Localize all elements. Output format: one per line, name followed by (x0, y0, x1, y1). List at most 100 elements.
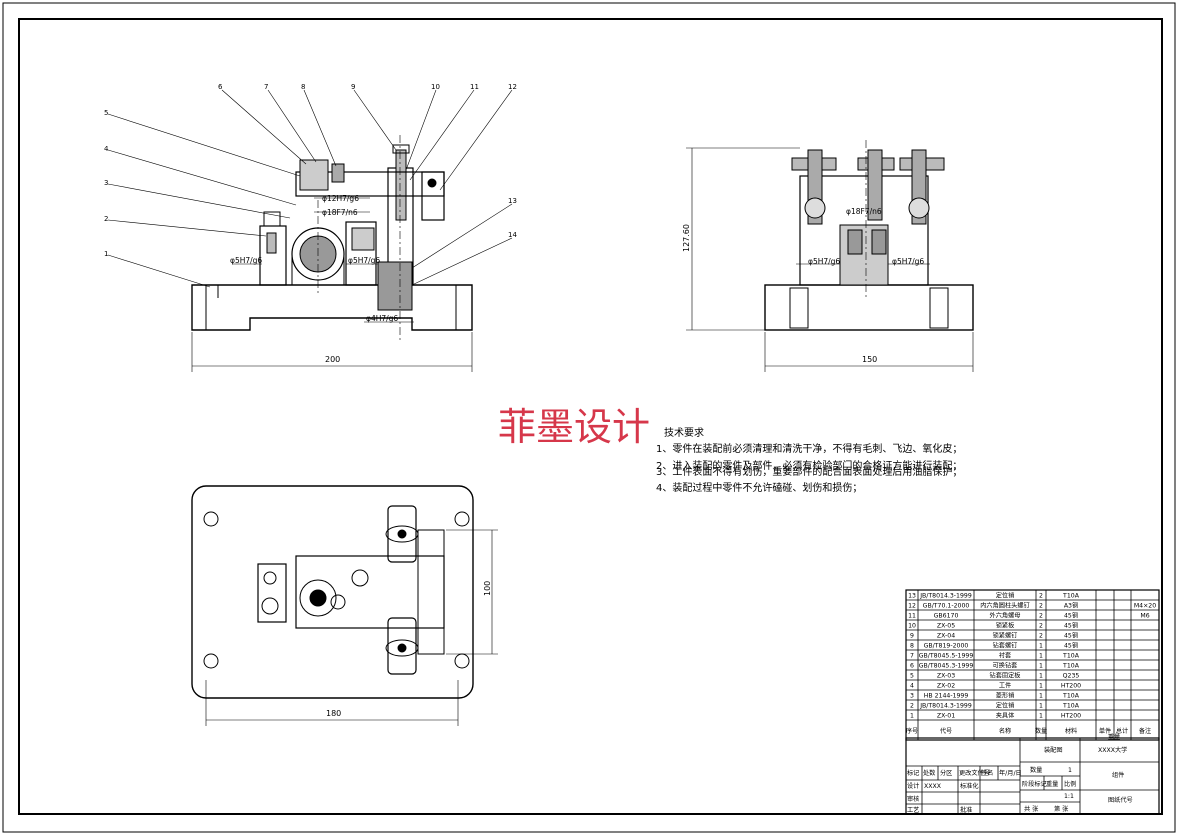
change-doc-label: 更改文件号 (959, 769, 990, 777)
bom-cell: GB/T819-2000 (924, 643, 969, 650)
bom-cell: 2 (1039, 623, 1043, 630)
bom-cell: Q235 (1063, 673, 1080, 680)
top-view (191, 485, 498, 726)
balloon-label: 4 (104, 145, 109, 153)
weight-label: 重量 (1046, 780, 1058, 788)
bom-header-cell: 备注 (1139, 727, 1151, 735)
top-height-dim: 100 (483, 581, 492, 596)
bom-cell: 2 (1039, 603, 1043, 610)
scale-label: 比例 (1064, 780, 1076, 788)
bom-cell: ZX-03 (937, 673, 955, 680)
sheet-number: 第 张 (1054, 805, 1069, 813)
balloon-label: 2 (104, 215, 108, 223)
bom-cell: 45钢 (1064, 632, 1078, 640)
balloon-label: 14 (508, 231, 517, 239)
scale-value: 1:1 (1064, 793, 1074, 800)
bom-header-cell: 数量 (1035, 727, 1047, 735)
qty-label: 数量 (1030, 766, 1042, 774)
balloon-label: 9 (351, 83, 355, 91)
bom-cell: T10A (1062, 653, 1080, 660)
bom-header-cell: 材料 (1065, 727, 1077, 735)
bom-cell: HT200 (1061, 683, 1081, 690)
standard-label: 标准化 (960, 782, 979, 790)
requirement-item: 1、零件在装配前必须清理和清洗干净，不得有毛刺、飞边、氧化皮； (656, 442, 962, 455)
requirement-item: 2、进入装配的零件及部件，必须有检验部门的合格证方能进行装配； (656, 459, 962, 472)
bom-cell: 11 (908, 613, 916, 620)
side-width-dim: 150 (862, 355, 877, 364)
fit-label: φ12H7/g6 (322, 194, 359, 203)
bom-cell: T10A (1062, 693, 1080, 700)
fit-label: φ18F7/n6 (322, 208, 358, 217)
drawing-no: 图纸代号 (1108, 796, 1133, 804)
balloon-label: 10 (431, 83, 440, 91)
bom-cell: JB/T8014.3-1999 (919, 703, 972, 710)
bom-cell: HB 2144-1999 (924, 693, 969, 700)
date-label: 年/月/日 (999, 769, 1022, 777)
bom-cell: HT200 (1061, 713, 1081, 720)
zone-label: 分区 (940, 769, 952, 777)
bom-cell: 10 (908, 623, 916, 630)
bom-header-cell: 重量 (1108, 733, 1120, 741)
side-height-dim: 127.60 (682, 224, 691, 252)
title-block (905, 737, 1160, 815)
bom-cell: GB6170 (934, 613, 959, 620)
fit-label: φ18F7/n6 (846, 207, 882, 216)
balloon-label: 7 (264, 83, 268, 91)
drawing-name: 装配图 (1044, 746, 1063, 754)
bom-cell: 可换钻套 (993, 662, 1018, 670)
bom-cell: 内六角圆柱头螺钉 (980, 602, 1030, 610)
bom-cell: 45钢 (1064, 642, 1078, 650)
bom-cell: ZX-04 (937, 633, 955, 640)
fit-label: φ5H7/g6 (230, 256, 262, 265)
bom-cell: 7 (910, 653, 914, 660)
balloon-label: 3 (104, 179, 108, 187)
balloon-label: 13 (508, 197, 517, 205)
bom-cell: 工件 (999, 682, 1011, 690)
bom-header-cell: 序号 (906, 727, 918, 735)
bom-cell: GB/T8045.3-1999 (919, 663, 974, 670)
sheet-total: 共 张 (1024, 805, 1039, 813)
bom-cell: ZX-05 (937, 623, 955, 630)
inner-border (18, 18, 1163, 815)
fit-label: φ5H7/g6 (348, 256, 380, 265)
bom-cell: 12 (908, 603, 916, 610)
balloon-label: 12 (508, 83, 517, 91)
bom-cell: ZX-01 (937, 713, 955, 720)
bom-cell: 钻套固定板 (990, 672, 1021, 680)
balloon-labels: 1 2 3 4 5 6 7 8 9 10 11 12 13 14 (104, 83, 517, 258)
bom-header-cell: 名称 (999, 727, 1011, 735)
designer-name: XXXX (924, 783, 942, 790)
bom-cell: 1 (1039, 703, 1043, 710)
requirement-item: 4、装配过程中零件不允许磕碰、划伤和损伤； (656, 481, 862, 494)
fit-label: φ5H7/g6 (808, 257, 840, 266)
balloon-label: 8 (301, 83, 305, 91)
bom-cell: ZX-02 (937, 683, 955, 690)
bom-cell: 外六角螺母 (990, 612, 1021, 620)
bom-cell: M6 (1140, 613, 1149, 620)
bom-cell: 衬套 (999, 652, 1011, 660)
bom-cell: A3钢 (1064, 602, 1078, 610)
school-name: XXXX大学 (1098, 746, 1127, 754)
bom-cell: 45钢 (1064, 622, 1078, 630)
process-label: 工艺 (907, 806, 919, 814)
bom-table (905, 589, 1160, 741)
bom-cell: M4×20 (1134, 603, 1156, 610)
bom-cell: 4 (910, 683, 914, 690)
bom-cell: GB/T8045.5-1999 (919, 653, 974, 660)
fit-label: φ5H7/g6 (892, 257, 924, 266)
front-width-dim: 200 (325, 355, 340, 364)
technical-requirements: 技术要求 1、零件在装配前必须清理和清洗干净，不得有毛刺、飞边、氧化皮； 2、进… (656, 426, 962, 472)
balloon-label: 11 (470, 83, 479, 91)
qty-value: 1 (1068, 767, 1072, 774)
bom-cell: 6 (910, 663, 914, 670)
front-view (107, 89, 513, 372)
bom-cell: 定位销 (996, 702, 1015, 710)
bom-header-cell: 代号 (940, 727, 952, 735)
bom-cell: 1 (1039, 673, 1043, 680)
bom-cell: 1 (1039, 713, 1043, 720)
bom-cell: 1 (1039, 663, 1043, 670)
bom-cell: T10A (1062, 593, 1080, 600)
watermark-text: 菲墨设计 (498, 405, 650, 449)
bom-cell: 8 (910, 643, 914, 650)
